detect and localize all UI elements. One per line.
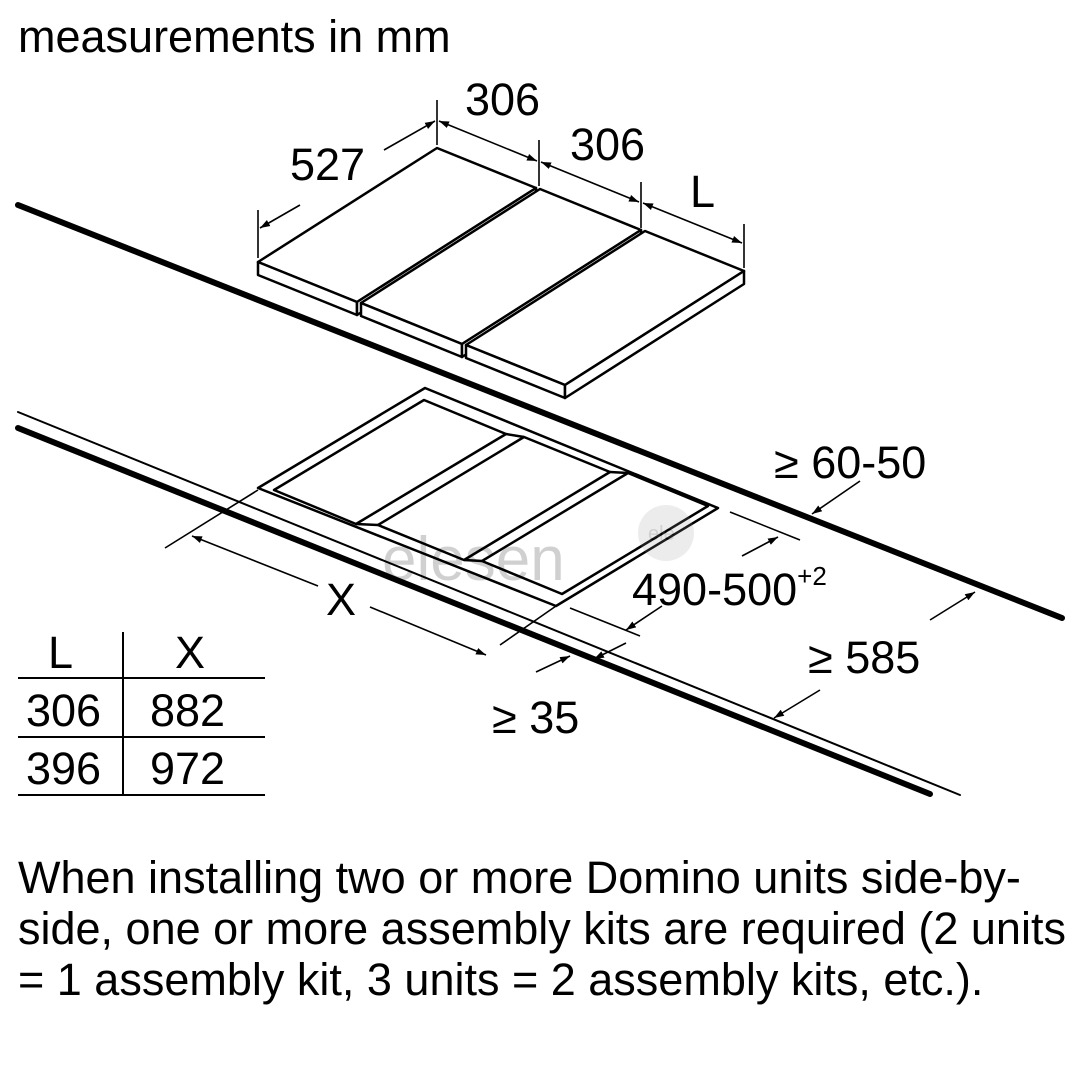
cutout-inner-left	[272, 398, 508, 526]
dim-x-line-a	[191, 535, 319, 587]
dim-depth-line-b	[383, 120, 436, 151]
dimension-lines	[164, 100, 976, 719]
dim-worktop-line-a	[929, 591, 976, 621]
dim-depth-line-a	[259, 204, 301, 229]
label-edge-distance: ≥ 35	[492, 692, 579, 743]
dim-front-gap-line	[811, 480, 861, 515]
table-cell: 306	[26, 685, 101, 736]
label-cutout-width: X	[326, 574, 356, 625]
cutout	[256, 386, 720, 608]
label-width-1: 306	[465, 74, 540, 125]
page-title: measurements in mm	[18, 11, 451, 62]
installation-note: When installing two or more Domino units…	[18, 852, 1066, 1005]
table-cell: 882	[150, 685, 225, 736]
watermark-badge-text: ele	[648, 523, 675, 545]
label-cutout-depth-value: 490-500	[632, 564, 797, 615]
dim-cutout-depth-line-a	[741, 536, 779, 557]
dim-edge-line-b	[593, 642, 627, 660]
dim-width-1-line	[438, 120, 538, 162]
dim-x-line-b	[369, 606, 487, 656]
dim-worktop-line-b	[773, 689, 821, 719]
table-cell: 396	[26, 743, 101, 794]
dim-edge-line-a	[535, 655, 571, 673]
worktop-front-edge	[15, 425, 933, 797]
table-header-l: L	[48, 627, 73, 678]
worktop-front-edge-top	[17, 411, 961, 796]
watermark-badge	[638, 505, 694, 561]
dimension-labels: 527 306 306 L ≥ 60-50 X 490-500+2 ≥ 585 …	[290, 74, 926, 743]
label-front-gap: ≥ 60-50	[774, 437, 926, 488]
table-header-x: X	[175, 627, 205, 678]
label-width-L: L	[690, 166, 715, 217]
dim-cutout-depth-line-b	[625, 605, 663, 631]
cutout-outline	[256, 386, 720, 608]
label-cutout-depth: 490-500+2	[632, 561, 827, 615]
size-table: L X 306 882 396 972	[18, 627, 265, 796]
table-cell: 972	[150, 743, 225, 794]
label-width-2: 306	[570, 119, 645, 170]
label-cutout-depth-tolerance: +2	[797, 561, 827, 591]
watermark-text: elesen	[382, 525, 565, 594]
label-worktop-depth: ≥ 585	[808, 632, 920, 683]
label-depth: 527	[290, 139, 365, 190]
dim-width-2-line	[540, 161, 640, 203]
cutout-inner-right	[480, 471, 710, 596]
hob-units	[256, 146, 746, 400]
worktop	[15, 202, 1065, 797]
worktop-back-edge	[15, 202, 1065, 621]
watermark: elesen ele	[382, 505, 694, 594]
hob-unit-3	[464, 229, 746, 400]
dim-width-L-line	[642, 202, 743, 244]
